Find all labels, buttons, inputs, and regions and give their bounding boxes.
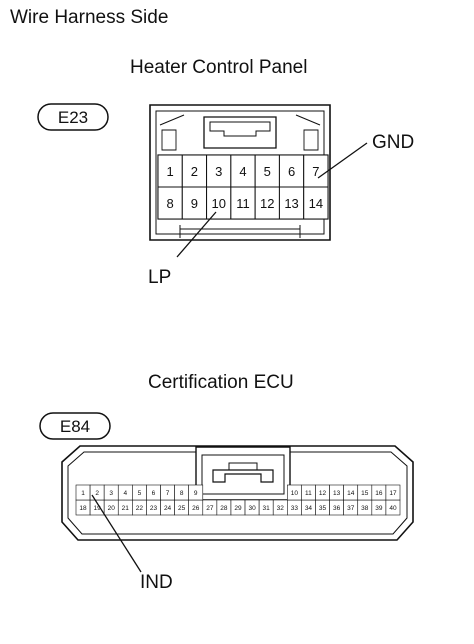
e23-pin-11: 11 bbox=[236, 196, 250, 211]
ind-label: IND bbox=[140, 572, 173, 593]
e84-pin-38: 38 bbox=[361, 505, 369, 512]
e23-pin-1: 1 bbox=[167, 164, 174, 179]
e84-pin-17: 17 bbox=[389, 490, 397, 497]
e84-pin-10: 10 bbox=[291, 490, 299, 497]
e23-title: Heater Control Panel bbox=[130, 57, 308, 78]
e23-pin-2: 2 bbox=[191, 164, 198, 179]
e23-pin-3: 3 bbox=[215, 164, 222, 179]
e84-pin-31: 31 bbox=[263, 505, 271, 512]
e84-title: Certification ECU bbox=[148, 372, 294, 393]
e23-pin-8-cell bbox=[157, 186, 183, 220]
e84-pin-20: 20 bbox=[108, 505, 116, 512]
e84-pin-27: 27 bbox=[206, 505, 214, 512]
e23-pin-12: 12 bbox=[260, 196, 274, 211]
e84-pin-33: 33 bbox=[291, 505, 299, 512]
ind-leader bbox=[91, 494, 142, 573]
e84-pin-13: 13 bbox=[333, 490, 341, 497]
e84-pin-25: 25 bbox=[178, 505, 186, 512]
e84-pin-6: 6 bbox=[152, 490, 156, 497]
e23-pin-14: 14 bbox=[309, 196, 323, 211]
page-title: Wire Harness Side bbox=[10, 7, 169, 28]
lp-label: LP bbox=[148, 267, 172, 288]
e23-pin-6-cell bbox=[278, 154, 305, 188]
e84-pin-35: 35 bbox=[319, 505, 327, 512]
e84-pin-14: 14 bbox=[347, 490, 355, 497]
e84-pin-30: 30 bbox=[248, 505, 256, 512]
e23-pin-5-cell bbox=[254, 154, 280, 188]
e84-pin-4: 4 bbox=[123, 490, 127, 497]
e84-pin-21: 21 bbox=[122, 505, 130, 512]
e84-pin-24: 24 bbox=[164, 505, 172, 512]
e84-pin-28: 28 bbox=[220, 505, 228, 512]
e84-pin-18: 18 bbox=[79, 505, 87, 512]
e84-pin-16: 16 bbox=[375, 490, 383, 497]
e23-pin-7: 7 bbox=[312, 164, 319, 179]
e84-pin-9-cell bbox=[188, 484, 204, 501]
e23-pin-6: 6 bbox=[288, 164, 295, 179]
e84-pin-19: 19 bbox=[94, 505, 102, 512]
e23-pin-14-cell bbox=[303, 186, 329, 220]
e23-pin-5: 5 bbox=[264, 164, 271, 179]
e84-pin-3: 3 bbox=[109, 490, 113, 497]
e84-pin-37: 37 bbox=[347, 505, 355, 512]
e84-pin-11: 11 bbox=[305, 490, 312, 497]
e84-tag: E84 bbox=[39, 412, 111, 440]
e84-pin-40: 40 bbox=[389, 505, 397, 512]
e84-pin-22: 22 bbox=[136, 505, 144, 512]
e84-pin-9: 9 bbox=[194, 490, 198, 497]
gnd-leader bbox=[317, 142, 368, 179]
e84-pin-8: 8 bbox=[180, 490, 184, 497]
e23-pin-1-cell bbox=[157, 154, 183, 188]
e84-tag-text: E84 bbox=[60, 417, 90, 436]
e84-pin-17-cell bbox=[385, 484, 401, 501]
e84-pin-34: 34 bbox=[305, 505, 313, 512]
e23-pin-10-cell bbox=[206, 186, 232, 220]
e84-pin-26: 26 bbox=[192, 505, 200, 512]
e23-tag-text: E23 bbox=[58, 108, 88, 127]
e84-pin-12: 12 bbox=[319, 490, 327, 497]
e23-pin-8: 8 bbox=[167, 196, 174, 211]
e84-pin-32: 32 bbox=[277, 505, 285, 512]
e84-pin-7: 7 bbox=[166, 490, 170, 497]
e84-pin-15: 15 bbox=[361, 490, 369, 497]
e23-pin-4: 4 bbox=[239, 164, 246, 179]
e84-pin-5: 5 bbox=[138, 490, 142, 497]
e84-pin-1: 1 bbox=[81, 490, 85, 497]
e23-pin-9-cell bbox=[181, 186, 208, 220]
e23-pin-4-cell bbox=[230, 154, 256, 188]
e84-pin-2: 2 bbox=[95, 490, 99, 497]
e23-pin-10: 10 bbox=[211, 196, 225, 211]
gnd-label: GND bbox=[372, 132, 415, 153]
e23-pin-3-cell bbox=[206, 154, 232, 188]
e84-pin-36: 36 bbox=[333, 505, 341, 512]
e23-pin-13-cell bbox=[278, 186, 305, 220]
e23-pin-13: 13 bbox=[284, 196, 298, 211]
e84-pin-39: 39 bbox=[375, 505, 383, 512]
e84-pin-23: 23 bbox=[150, 505, 158, 512]
e23-pin-9: 9 bbox=[191, 196, 198, 211]
e23-tag: E23 bbox=[37, 103, 109, 131]
lp-leader bbox=[176, 211, 217, 258]
e84-pin-29: 29 bbox=[234, 505, 242, 512]
